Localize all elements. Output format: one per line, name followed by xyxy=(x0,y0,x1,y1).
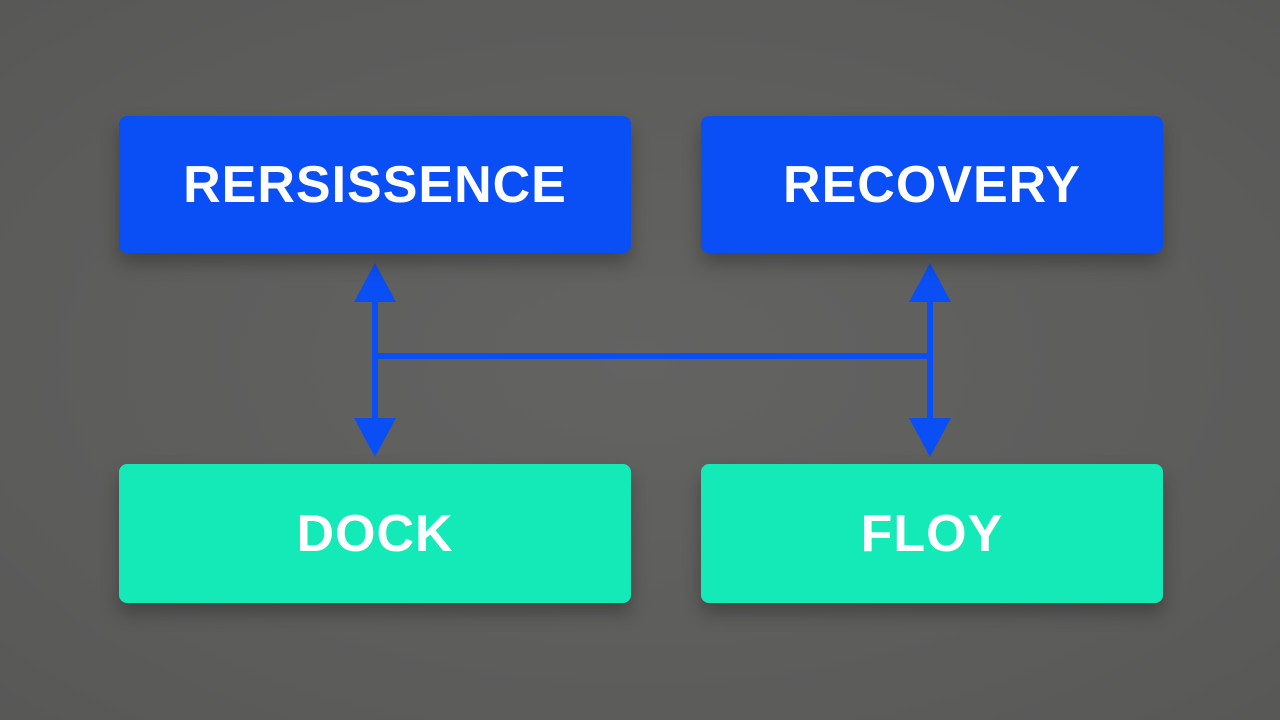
node-top-right: RECOVERY xyxy=(701,116,1163,253)
right-arrowhead-down xyxy=(909,418,951,457)
left-arrowhead-down xyxy=(354,418,396,457)
node-bottom-left: DOCK xyxy=(119,464,631,603)
left-arrowhead-up xyxy=(354,263,396,302)
node-top-right-label: RECOVERY xyxy=(783,155,1081,214)
node-bottom-right-label: FLOY xyxy=(860,504,1004,563)
node-top-left-label: RERSISSENCE xyxy=(183,155,567,214)
node-top-left: RERSISSENCE xyxy=(119,116,631,253)
right-arrowhead-up xyxy=(909,263,951,302)
node-bottom-right: FLOY xyxy=(701,464,1163,603)
node-bottom-left-label: DOCK xyxy=(296,504,454,563)
